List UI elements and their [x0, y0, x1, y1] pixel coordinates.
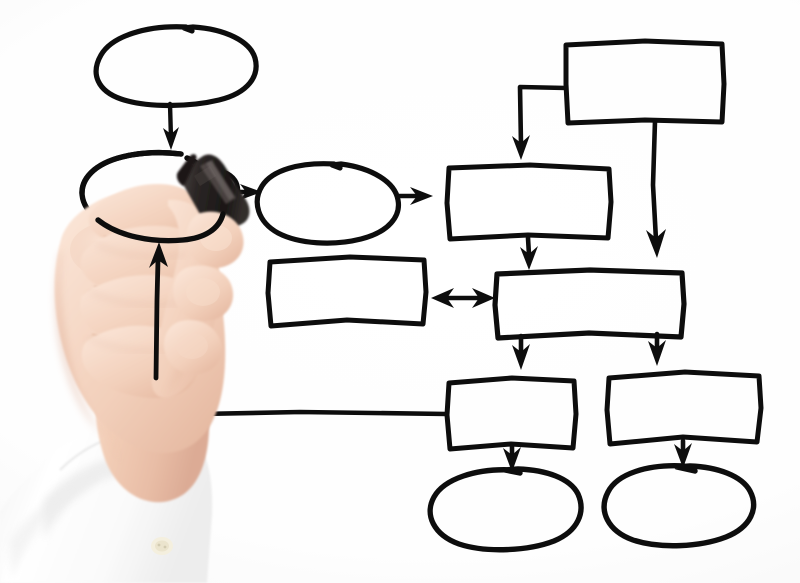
connector-arrow-center-to-bottomright [648, 331, 666, 366]
connector-arrow-uppermiddle-to-center [520, 235, 538, 270]
connector-arrow-middle-oval-to-box [395, 187, 433, 205]
connector-arrow-bottomright-box-to-oval [674, 438, 692, 468]
connector-arrow-oval-to-drawn-oval [163, 101, 179, 150]
marker-pen[interactable] [176, 154, 250, 234]
node-bottom-left-box[interactable] [444, 375, 579, 452]
connector-arrow-center-to-bottomleft [512, 333, 530, 370]
index-fingertip-over-pen [163, 211, 244, 375]
node-bottom-right-box[interactable] [604, 369, 764, 447]
connector-arrow-topright-to-centerright [646, 118, 666, 258]
node-left-middle-box[interactable] [265, 254, 429, 329]
node-top-left-oval[interactable] [93, 24, 259, 109]
feedback-loop-vertical-over-hand [149, 242, 168, 381]
node-middle-oval[interactable] [254, 161, 402, 246]
node-bottom-left-oval[interactable] [427, 466, 584, 553]
node-bottom-right-oval[interactable] [601, 463, 757, 549]
node-center-right-box[interactable] [492, 267, 687, 341]
node-upper-middle-box[interactable] [444, 162, 614, 242]
node-top-right-box[interactable] [563, 38, 727, 126]
connector-double-arrow-left-to-center [431, 288, 495, 308]
connector-elbow-topright-to-uppermiddle [512, 84, 569, 160]
drawn-oval-stroke-over-fingers [79, 149, 226, 244]
connector-arrow-bottomleft-box-to-oval [503, 443, 521, 472]
